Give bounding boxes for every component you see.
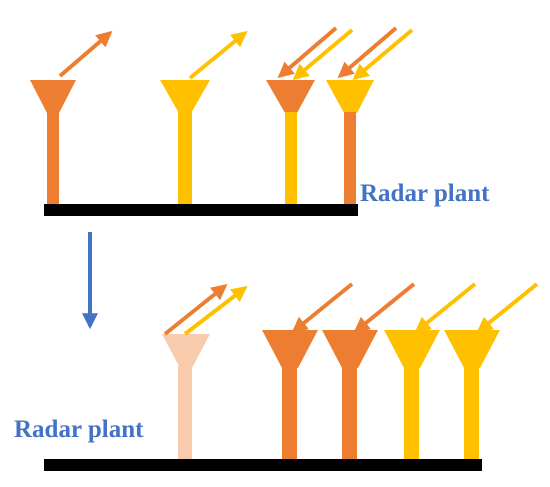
top-antenna-1-orange [30,30,113,204]
bottom-antenna-4-gold [384,282,477,459]
top-antenna-4-mixed [326,26,414,204]
incoming-arrow-icon [414,282,477,334]
funnel-antenna-icon [384,330,440,368]
funnel-antenna-icon [262,330,318,368]
antenna-mast [178,366,192,459]
top-antenna-2-gold [160,30,248,204]
incoming-arrow-icon [476,282,539,334]
top-scene [30,26,414,216]
outgoing-arrow-icon [163,284,228,336]
incoming-arrow-icon [353,282,416,334]
funnel-antenna-icon [162,334,210,368]
radar-plant-label-bottom: Radar plant [14,416,144,443]
bottom-antenna-5-gold [444,282,539,459]
funnel-antenna-icon [30,80,76,115]
bottom-antenna-1-faded [162,284,248,459]
antenna-mast [404,366,419,459]
funnel-antenna-icon [322,330,378,368]
antenna-mast [178,112,192,204]
antenna-mast [47,112,59,204]
antenna-mast [285,112,297,204]
outgoing-arrow-icon [58,30,113,78]
antenna-mast [282,366,297,459]
antenna-mast [464,366,479,459]
top-antenna-3-mixed [266,26,354,204]
incoming-arrow-icon [337,26,398,79]
outgoing-arrow-icon [183,286,248,336]
antenna-mast [342,366,357,459]
antenna-mast [344,112,356,204]
top-ground-bar [44,204,358,216]
bottom-ground-bar [44,459,482,471]
radar-plant-label-top: Radar plant [360,180,490,207]
funnel-antenna-icon [266,80,315,113]
incoming-arrow-icon [277,26,338,79]
funnel-antenna-icon [444,330,500,368]
incoming-arrow-icon [352,28,414,81]
funnel-antenna-icon [326,80,374,113]
bottom-antenna-3-orange [322,282,416,459]
outgoing-arrow-icon [188,30,248,80]
incoming-arrow-icon [292,28,354,81]
funnel-antenna-icon [160,80,210,115]
bottom-antenna-2-orange [262,282,354,459]
bottom-scene [44,282,539,471]
incoming-arrow-icon [291,282,354,334]
